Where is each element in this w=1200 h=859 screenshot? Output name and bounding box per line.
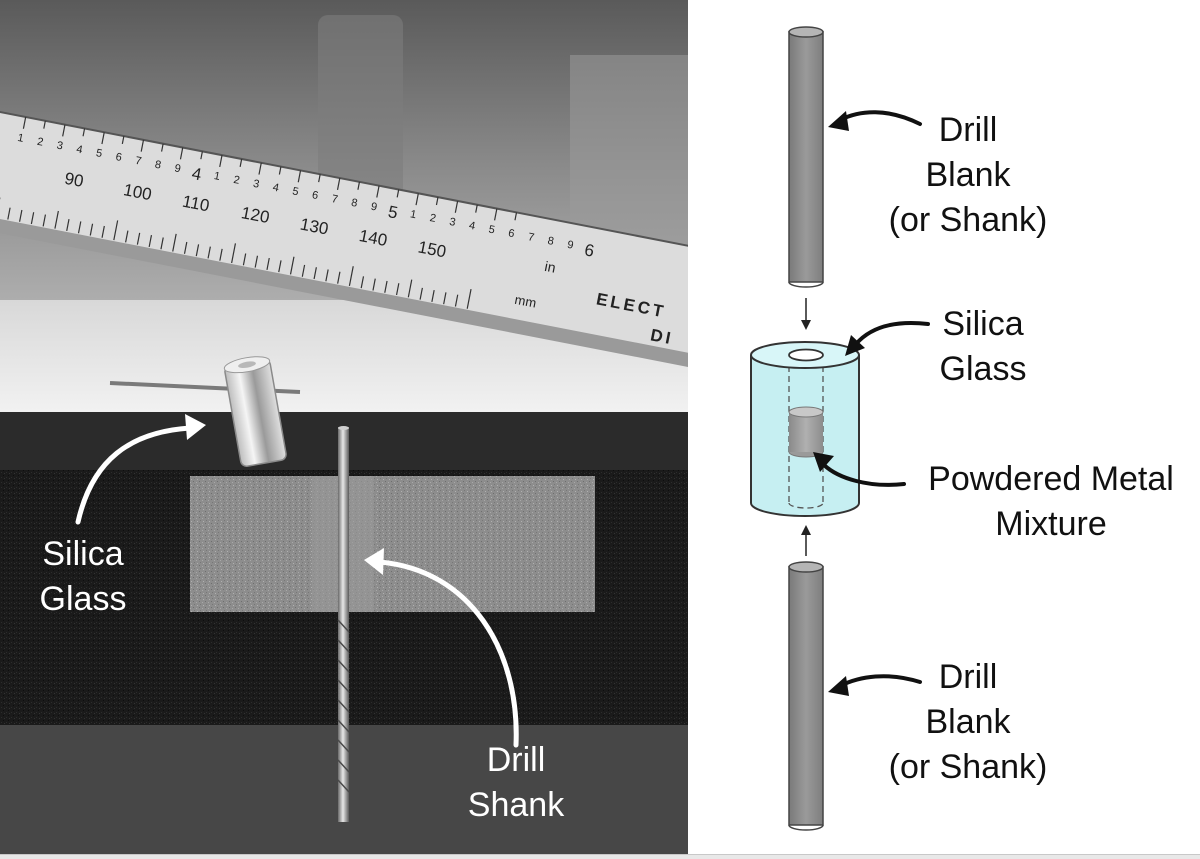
powder-pointer-arrowhead-icon	[813, 452, 834, 472]
ruler-upper-number: 8	[154, 159, 162, 172]
silica-glass-label-line1: Silica	[942, 305, 1024, 343]
ruler-upper-number: 5	[291, 185, 299, 198]
insert-down-arrow-icon	[801, 298, 811, 330]
photo-drill-label-line1: Drill	[486, 741, 546, 779]
silica-arrow-icon	[75, 425, 193, 525]
ruler-upper-number: 9	[173, 162, 181, 175]
drill-arrowhead-icon	[364, 548, 384, 575]
silica-glass-label: Silica Glass	[928, 302, 1038, 392]
ruler-upper-number: 7	[527, 231, 535, 244]
ruler-upper-number: 6	[507, 227, 515, 240]
top-rod-pointer-arrowhead-icon	[828, 111, 849, 131]
bottom-rod-pointer-arrowhead-icon	[828, 676, 849, 696]
bottom-drill-blank-label-line1: Drill	[938, 658, 998, 696]
top-drill-blank-label-line1: Drill	[938, 111, 998, 149]
ruler-upper-number: 9	[566, 239, 574, 252]
drill-arrow-icon	[377, 559, 519, 748]
photo-drill-shank	[337, 426, 350, 822]
ruler-upper-number: 6	[311, 189, 319, 202]
photo-drill-label-line2: Shank	[467, 786, 565, 824]
photo-silica-label: Silica Glass	[28, 532, 138, 622]
ruler-upper-number: 1	[213, 170, 221, 183]
assembly-diagram	[750, 26, 930, 831]
ruler-mm-unit: mm	[513, 292, 537, 311]
photo-silica-glass-tube	[223, 356, 287, 467]
ruler-upper-number: 5	[95, 147, 103, 160]
ruler-upper-number: 2	[232, 174, 240, 187]
diagram-panel: Drill Blank (or Shank) Silica Glass Powd…	[688, 0, 1200, 854]
ruler-upper-number: 4	[75, 143, 83, 156]
photo-silica-label-line2: Glass	[39, 580, 127, 618]
top-drill-blank-rod	[788, 26, 824, 288]
insert-up-arrow-icon	[801, 525, 811, 556]
top-drill-blank-label-line3: (or Shank)	[888, 201, 1048, 239]
ruler-upper-number: 2	[429, 212, 437, 225]
ruler-upper-number: 4	[468, 220, 476, 233]
ruler-upper-number: 3	[56, 140, 64, 153]
ruler-upper-number: 1	[16, 132, 24, 145]
powdered-metal-label-line2: Mixture	[995, 505, 1107, 543]
ruler-brand-line2: DI	[649, 325, 675, 348]
ruler-upper-number: 7	[134, 155, 142, 168]
powdered-metal-plug	[788, 406, 824, 458]
bottom-drill-blank-label: Drill Blank (or Shank)	[873, 655, 1063, 790]
silica-glass-cylinder	[750, 341, 860, 517]
ruler-upper-number: 8	[547, 235, 555, 248]
ruler-upper-number: 2	[36, 136, 44, 149]
ruler-upper-number: 4	[190, 164, 203, 184]
ruler-lower-number: 110	[181, 192, 211, 216]
ruler-upper-number: 6	[583, 240, 596, 260]
powdered-metal-label-line1: Powdered Metal	[928, 460, 1174, 498]
bottom-scroll-strip	[0, 854, 1200, 859]
ruler-upper-number: 4	[272, 182, 280, 195]
top-drill-blank-label: Drill Blank (or Shank)	[873, 108, 1063, 243]
ruler-upper-number: 8	[350, 197, 358, 210]
photo-illustration: 1 2 3 4 5 6 7 8 9 4 1 2 3 4 5 6 7 8 9 5	[0, 0, 688, 854]
powder-pointer-arrow-icon	[822, 463, 906, 487]
ruler-lower-number: 90	[63, 169, 85, 191]
ruler-upper-number: 9	[370, 201, 378, 214]
silica-pointer-arrowhead-icon	[845, 335, 865, 356]
photo-silica-label-line1: Silica	[42, 535, 124, 573]
silica-arrowhead-icon	[185, 414, 206, 440]
ruler-upper-number: 5	[387, 202, 400, 222]
ruler-upper-number: 6	[115, 151, 123, 164]
bottom-drill-blank-rod	[788, 561, 824, 831]
ruler-upper-number: 1	[409, 208, 417, 221]
ruler-upper-number: 5	[488, 224, 496, 237]
bottom-drill-blank-label-line2: Blank	[925, 703, 1011, 741]
ruler-upper-number: 7	[331, 193, 339, 206]
ruler-upper-number: 3	[448, 216, 456, 229]
bottom-drill-blank-label-line3: (or Shank)	[888, 748, 1048, 786]
photo-drill-label: Drill Shank	[455, 738, 577, 828]
silica-pointer-arrow-icon	[854, 321, 930, 346]
ruler-inch-unit: in	[543, 258, 557, 276]
powdered-metal-label: Powdered Metal Mixture	[906, 457, 1196, 547]
top-drill-blank-label-line2: Blank	[925, 156, 1011, 194]
silica-glass-label-line2: Glass	[939, 350, 1027, 388]
photo-panel: 1 2 3 4 5 6 7 8 9 4 1 2 3 4 5 6 7 8 9 5	[0, 0, 688, 854]
ruler-upper-number: 3	[252, 178, 260, 191]
